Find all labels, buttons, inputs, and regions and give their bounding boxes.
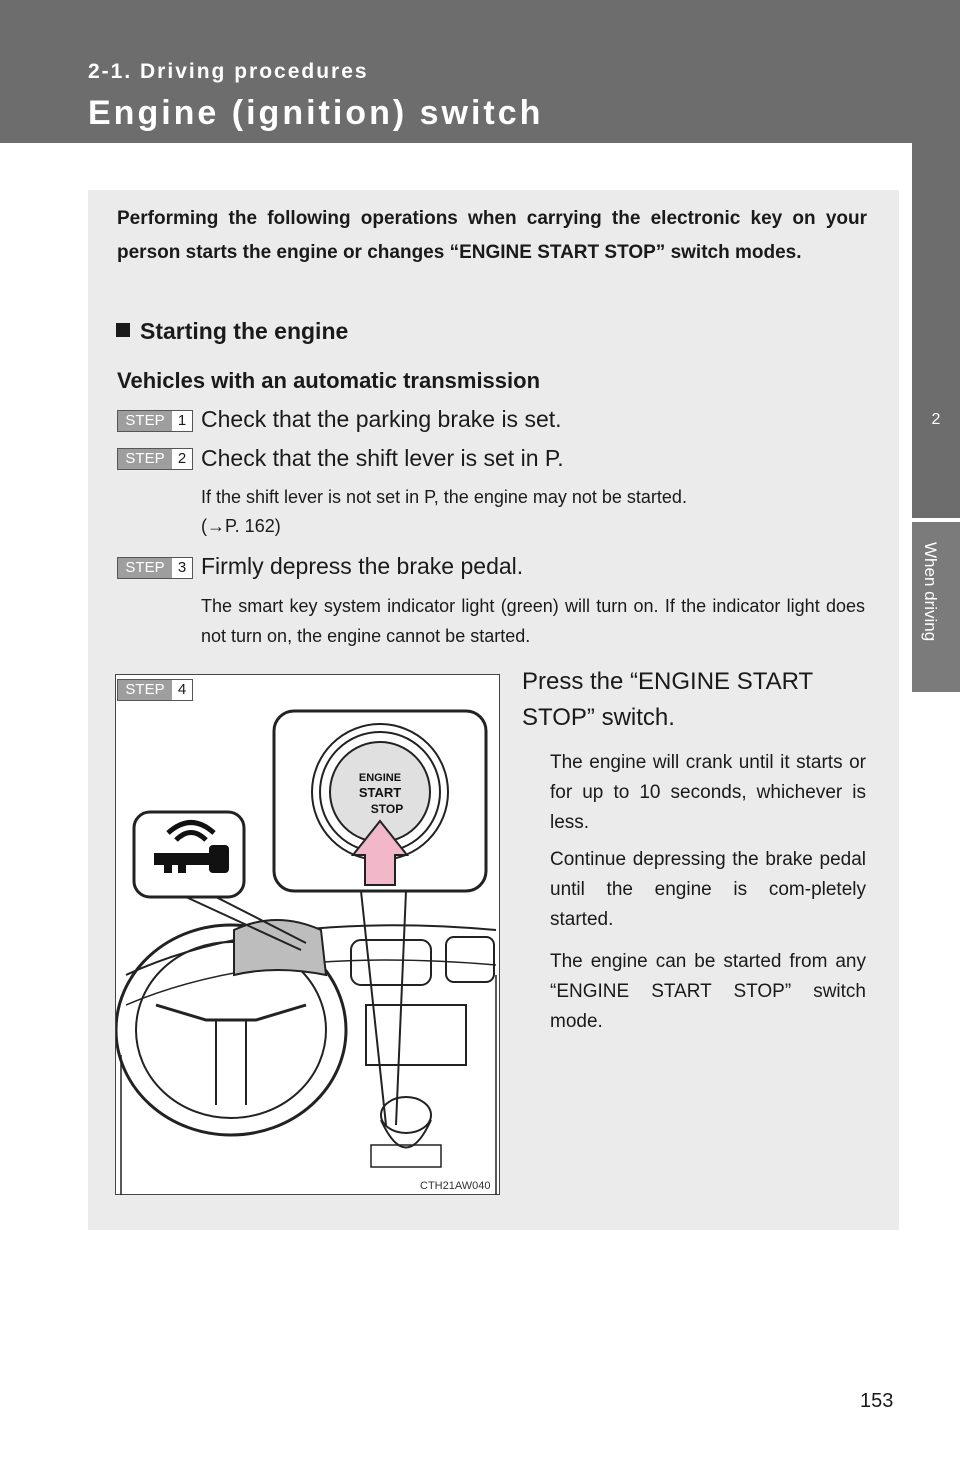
key-callout-pointer-2 <box>185 896 302 951</box>
dashboard-illustration: ENGINE START STOP <box>116 709 497 1195</box>
shifter-boot <box>380 1119 432 1149</box>
start-button-text-line3: STOP <box>371 802 403 816</box>
chapter-label: When driving <box>921 542 940 642</box>
step-2-note-line1: If the shift lever is not set in P, the … <box>201 487 687 507</box>
step-number: 4 <box>177 681 187 698</box>
steering-wheel-inner <box>135 941 327 1119</box>
step-4-badge: STEP 4 <box>117 679 193 701</box>
step-2-badge: STEP 2 <box>117 448 193 470</box>
gauge-cluster <box>233 919 328 977</box>
center-console-buttons <box>370 1144 442 1168</box>
chapter-number: 2 <box>931 411 941 428</box>
step-4-note-2: Continue depressing the brake pedal unti… <box>550 849 866 930</box>
step-1-text: Check that the parking brake is set. <box>201 406 562 432</box>
gear-shifter <box>380 1096 432 1134</box>
vent-left <box>350 939 432 986</box>
square-bullet-icon <box>116 323 130 337</box>
step-4-text: Press the “ENGINE START STOP” switch. <box>522 668 813 731</box>
figure-code: CTH21AW040 <box>420 1180 491 1192</box>
step-label: STEP <box>118 558 172 578</box>
step-label: STEP <box>118 411 172 431</box>
key-callout-pointer <box>215 896 307 944</box>
start-callout-pointer <box>360 890 407 1126</box>
subheading-vehicle-type: Vehicles with an automatic transmission <box>117 368 541 393</box>
step-3-note: The smart key system indicator light (gr… <box>201 596 865 646</box>
press-arrow-icon <box>350 819 410 886</box>
start-button-text-line2: START <box>359 785 401 800</box>
step-1-badge: STEP 1 <box>117 410 193 432</box>
section-label: 2-1. Driving procedures <box>88 60 369 83</box>
center-console-panel <box>365 1004 467 1066</box>
step-number: 3 <box>177 559 187 576</box>
smart-key-indicator-icon <box>154 820 229 873</box>
step-number: 1 <box>177 412 187 429</box>
chapter-tab: 2 <box>912 143 960 518</box>
steering-wheel <box>116 923 348 1137</box>
step-3-text: Firmly depress the brake pedal. <box>201 553 524 579</box>
step-2-note-line2: (→P. 162) <box>201 516 281 536</box>
page-header: 2-1. Driving procedures Engine (ignition… <box>0 0 960 143</box>
engine-switch-figure: ENGINE START STOP STEP 4 <box>115 674 500 1195</box>
step-4-note-3: The engine can be started from any “ENGI… <box>550 951 866 1032</box>
step-number: 2 <box>177 450 187 467</box>
start-button-text-line1: ENGINE <box>359 772 401 784</box>
cabin-lines <box>120 975 497 1195</box>
page-number: 153 <box>860 1390 894 1412</box>
intro-paragraph: Performing the following operations when… <box>117 208 867 263</box>
steering-spoke-lower <box>215 1020 247 1105</box>
subheading: Starting the engine <box>116 318 348 345</box>
chapter-label-tab: When driving <box>912 522 960 692</box>
steering-spokes <box>155 1003 307 1022</box>
step-2-text: Check that the shift lever is set in P. <box>201 445 564 471</box>
step-4-note-1: The engine will crank until it starts or… <box>550 752 866 833</box>
step-3-badge: STEP 3 <box>117 557 193 579</box>
vent-right <box>445 936 495 983</box>
step-label: STEP <box>118 449 172 469</box>
subheading-text: Starting the engine <box>140 318 349 344</box>
step-label: STEP <box>118 680 172 700</box>
page-title: Engine (ignition) switch <box>88 94 544 132</box>
